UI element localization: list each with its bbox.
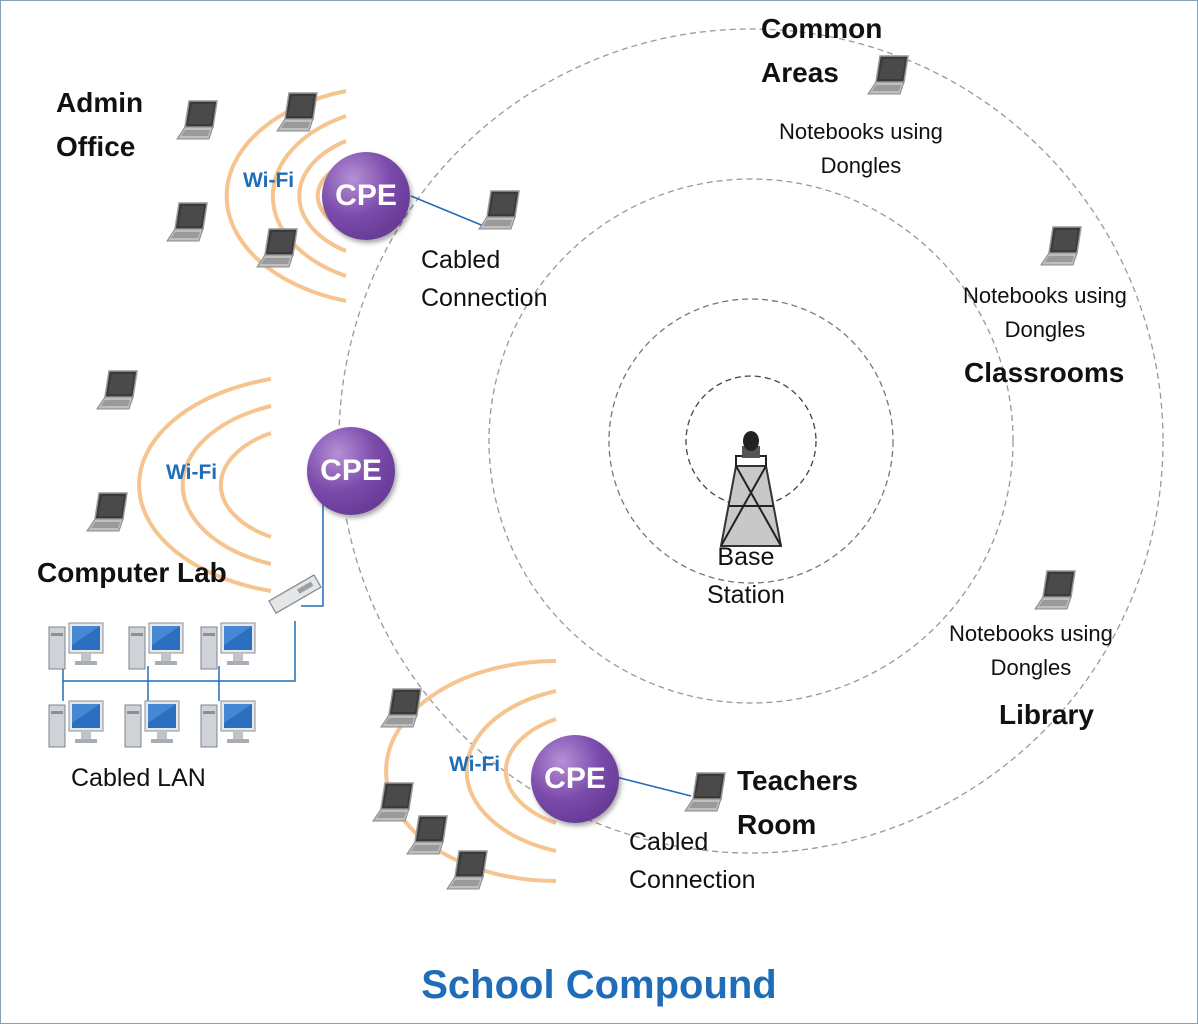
base-station-label: Base Station — [707, 543, 785, 609]
wifi-waves-lab — [137, 377, 272, 593]
cpe-node-lab: CPE — [307, 427, 395, 515]
cabled-connection-label-teachers: Cabled Connection — [629, 828, 756, 894]
desktop-computer-icon — [128, 622, 184, 670]
desktop-computer-icon — [124, 700, 180, 748]
laptop-icon — [372, 782, 414, 822]
laptop-icon — [478, 190, 520, 230]
cpe-node-admin: CPE — [322, 152, 410, 240]
notebooks-label-classrooms: Notebooks using Dongles — [963, 283, 1127, 342]
notebooks-label-library: Notebooks using Dongles — [949, 621, 1113, 680]
wifi-label-lab: Wi-Fi — [166, 461, 218, 484]
laptop-icon — [96, 370, 138, 410]
laptop-icon — [406, 815, 448, 855]
diagram-title: School Compound — [421, 963, 777, 1007]
laptop-icon — [684, 772, 726, 812]
desktop-computer-icon — [200, 622, 256, 670]
zone-label-computer-lab: Computer Lab — [37, 557, 227, 588]
wifi-label-admin: Wi-Fi — [243, 169, 295, 192]
wifi-label-teachers: Wi-Fi — [449, 753, 501, 776]
laptop-icon — [1040, 226, 1082, 266]
laptop-icon — [1034, 570, 1076, 610]
desktop-computer-icon — [200, 700, 256, 748]
cabled-connection-label-admin: Cabled Connection — [421, 246, 548, 312]
zone-label-common-areas: Common Areas — [761, 13, 883, 88]
network-switch-icon — [268, 574, 322, 614]
laptop-icon — [86, 492, 128, 532]
laptop-icon — [380, 688, 422, 728]
zone-label-teachers-room: Teachers Room — [737, 765, 858, 840]
cable-lines — [62, 195, 692, 797]
desktop-computer-icon — [48, 622, 104, 670]
laptop-icon — [176, 100, 218, 140]
cabled-lan-label: Cabled LAN — [71, 764, 206, 792]
base-station-tower-icon — [719, 431, 783, 547]
zone-label-library: Library — [999, 699, 1094, 730]
laptop-icon — [256, 228, 298, 268]
zone-label-classrooms: Classrooms — [964, 357, 1125, 388]
desktop-computer-icon — [48, 700, 104, 748]
laptop-icon — [166, 202, 208, 242]
zone-label-admin-office: Admin Office — [56, 87, 144, 162]
cpe-node-teachers: CPE — [531, 735, 619, 823]
notebooks-label-common: Notebooks using Dongles — [779, 119, 943, 178]
